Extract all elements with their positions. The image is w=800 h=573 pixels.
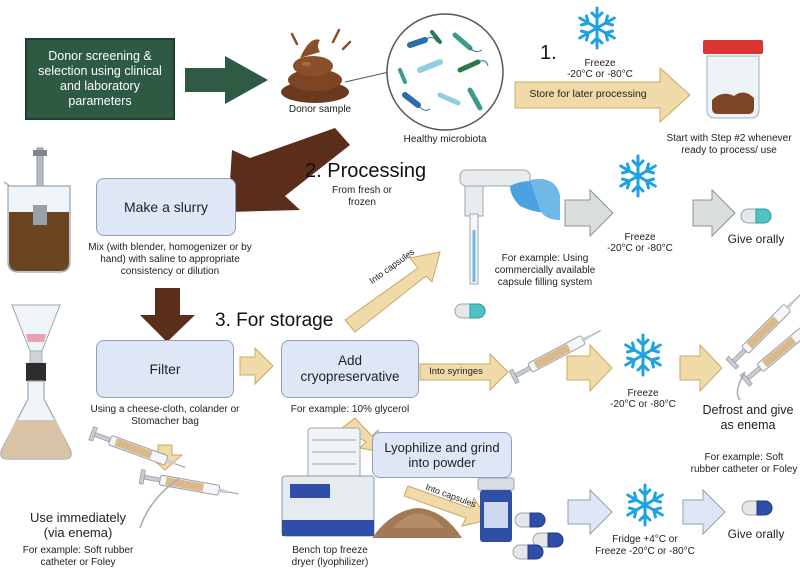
cryopreservative-box: Add cryopreservative: [281, 340, 419, 398]
arrow-store-later: [514, 66, 691, 124]
arrow-syringe-to-freeze: [566, 343, 613, 393]
capsule-jar-icon: [477, 477, 515, 542]
capsule-filling-icon: [459, 169, 560, 285]
blender-icon: [3, 147, 71, 273]
use-immediately-title: Use immediately (via enema): [29, 510, 127, 540]
syringe-icon-immediate1: [88, 426, 189, 475]
step2-freeze-label: Freeze: [624, 232, 656, 243]
arrow-into-capsules2: [403, 485, 489, 527]
arrow-jar-to-storage: [567, 488, 613, 536]
step3-temp-label: -20°C or -80°C: [610, 399, 676, 410]
arrow-capsule-to-freeze: [564, 188, 614, 238]
syringe-icon-enema1: [725, 287, 800, 370]
arrow-sample-to-slurry: [228, 128, 350, 212]
step1-number: 1.: [540, 42, 557, 64]
filter-box: Filter: [96, 340, 234, 398]
slurry-description: Mix (with blender, homogenizer or by han…: [88, 242, 252, 277]
make-slurry-box: Make a slurry: [96, 178, 236, 236]
capsule-icon-oral1: [740, 208, 772, 224]
step2-temp-label: -20°C or -80°C: [607, 243, 673, 254]
snowflake-icon-step2: [619, 154, 657, 198]
freeze-dryer-label: Bench top freeze dryer (lyophilizer): [291, 545, 369, 568]
powder-pile-icon: [372, 508, 462, 538]
capsule-icon-blue1: [514, 512, 546, 528]
arrow-slurry-to-filter: [140, 288, 195, 342]
donor-sample-label: Donor sample: [288, 104, 352, 115]
sample-jar-icon: [703, 40, 763, 119]
immediate-example-label: For example: Soft rubber catheter or Fol…: [22, 545, 134, 568]
filter-description: Using a cheese-cloth, colander or Stomac…: [90, 404, 240, 427]
step3-freeze-label: Freeze: [627, 388, 659, 399]
arrow-freeze-to-enema: [679, 343, 723, 393]
defrost-enema-label: Defrost and give as enema: [702, 403, 794, 432]
capsule-icon-oral2: [741, 500, 773, 516]
donor-screening-box: Donor screening & selection using clinic…: [25, 38, 175, 120]
step1-freeze-label: Freeze: [584, 58, 616, 69]
capsule-icon-1: [454, 303, 486, 319]
healthy-microbiota-label: Healthy microbiota: [403, 134, 487, 145]
filter-flask-icon: [0, 304, 72, 460]
enema-example-label: For example: Soft rubber catheter or Fol…: [690, 452, 798, 475]
arrow-donor-to-sample: [185, 56, 268, 104]
arrow-storage-to-oral: [682, 488, 726, 536]
cryo-example-label: For example: 10% glycerol: [290, 404, 410, 415]
step2-title: 2. Processing: [305, 160, 427, 182]
fridge-label: Fridge +4°C or: [612, 534, 678, 545]
snowflake-icon-step4: [626, 483, 664, 527]
capsule-icon-blue3: [512, 544, 544, 560]
step2-subtitle: From fresh or frozen: [331, 185, 392, 208]
healthy-microbiota-icon: [344, 13, 504, 131]
into-syringes-label: Into syringes: [429, 366, 483, 377]
arrow-into-capsules: [344, 251, 441, 333]
snowflake-icon-step1: [578, 6, 616, 50]
give-orally-label-1: Give orally: [727, 232, 785, 246]
step3-title: 3. For storage: [215, 310, 334, 331]
arrow-filter-to-cryo: [239, 346, 274, 386]
freeze-dryer-icon: [281, 427, 375, 537]
lyophilize-box: Lyophilize and grind into powder: [372, 432, 512, 478]
arrow-into-syringes: [419, 352, 509, 392]
store-later-label: Store for later processing: [529, 88, 647, 100]
syringe-icon-immediate2: [138, 469, 241, 502]
snowflake-icon-step3: [624, 333, 662, 377]
donor-sample-icon: [281, 28, 352, 103]
fridge-freeze-label: Freeze -20°C or -80°C: [595, 546, 695, 557]
capsule-example-label: For example: Using commercially availabl…: [494, 253, 596, 288]
give-orally-label-2: Give orally: [727, 527, 785, 541]
start-step2-note: Start with Step #2 whenever ready to pro…: [666, 133, 792, 156]
step1-temp-label: -20°C or -80°C: [567, 69, 633, 80]
arrow-freeze-to-oral: [692, 188, 736, 238]
